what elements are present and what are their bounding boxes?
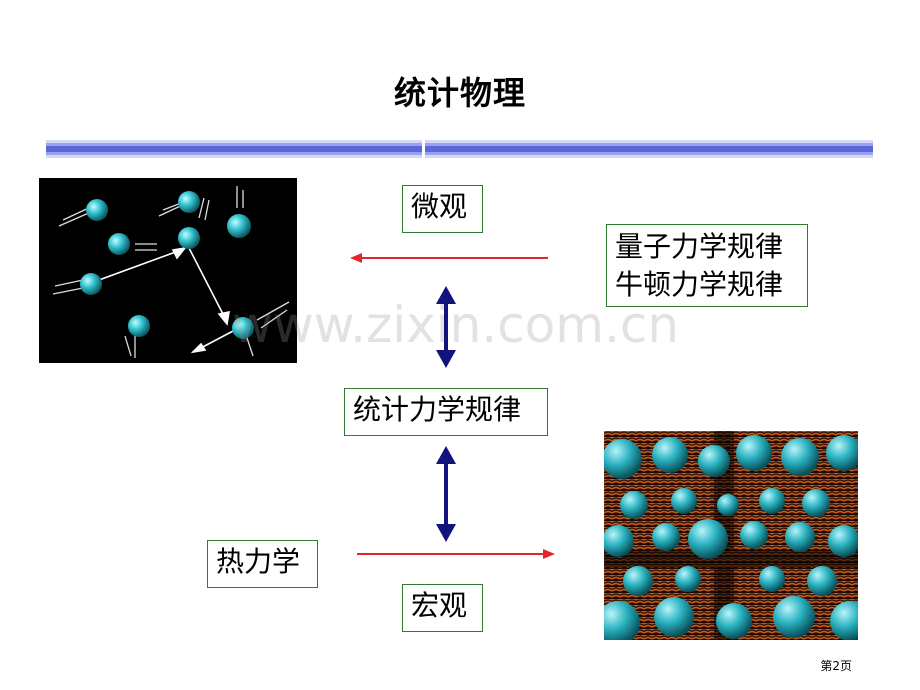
label-macro: 宏观 bbox=[402, 584, 483, 632]
label-quantum-newton: 量子力学规律 牛顿力学规律 bbox=[606, 224, 808, 307]
double-arrow-bottom bbox=[436, 446, 456, 542]
gas-molecules-image bbox=[39, 178, 297, 363]
label-stat-text: 统计力学规律 bbox=[353, 393, 522, 426]
label-macro-text: 宏观 bbox=[411, 589, 468, 622]
title-divider bbox=[46, 140, 873, 158]
label-statistical: 统计力学规律 bbox=[344, 388, 548, 436]
arrow-right-red bbox=[357, 549, 555, 559]
label-thermodynamics: 热力学 bbox=[207, 540, 318, 588]
label-micro: 微观 bbox=[402, 185, 483, 233]
page-number: 第2页 bbox=[820, 659, 852, 673]
slide-title: 统计物理 bbox=[393, 74, 526, 112]
lattice-image bbox=[604, 431, 858, 640]
watermark-text: www.zixin.com.cn bbox=[232, 296, 680, 354]
label-thermo-text: 热力学 bbox=[216, 545, 301, 578]
arrow-left-red bbox=[350, 253, 548, 263]
label-qm-line2: 牛顿力学规律 bbox=[615, 268, 784, 301]
double-arrow-top bbox=[436, 286, 456, 368]
label-micro-text: 微观 bbox=[411, 190, 468, 223]
label-qm-line1: 量子力学规律 bbox=[615, 230, 784, 263]
